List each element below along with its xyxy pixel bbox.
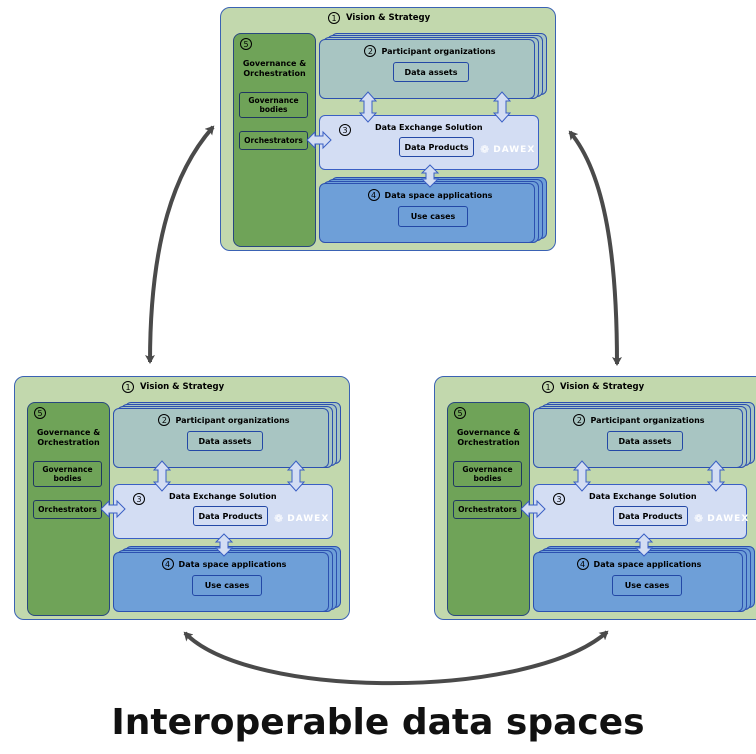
data-space-bottom-right: 1 Vision & Strategy 5 Governance & Orche… <box>434 376 756 620</box>
participant-organizations-stack: 2 Participant organizations Data assets <box>319 33 553 99</box>
governance-bodies-box: Governance bodies <box>33 461 102 487</box>
apps-number: 4 <box>576 558 589 570</box>
dawex-logo: ❁DAWEX <box>480 143 536 156</box>
participants-label: Participant organizations <box>590 415 705 425</box>
data-space-applications-stack: 4 Data space applications Use cases <box>533 546 755 614</box>
governance-panel: 5 Governance & Orchestration Governance … <box>27 402 110 616</box>
data-assets-box: Data assets <box>393 62 469 82</box>
use-cases-box: Use cases <box>398 206 468 227</box>
connector-top-left <box>145 125 215 364</box>
governance-number: 5 <box>240 38 252 50</box>
governance-bodies-box: Governance bodies <box>453 461 522 487</box>
use-cases-box: Use cases <box>192 575 262 596</box>
governance-panel: 5 Governance & Orchestration Governance … <box>233 33 316 247</box>
data-assets-box: Data assets <box>607 431 683 451</box>
data-space-applications-stack: 4 Data space applications Use cases <box>113 546 347 614</box>
vision-strategy-label: 1 Vision & Strategy <box>122 381 224 393</box>
data-space-applications-stack: 4 Data space applications Use cases <box>319 177 553 245</box>
participants-label: Participant organizations <box>381 46 496 56</box>
dawex-logo: ❁DAWEX <box>694 512 750 525</box>
governance-number: 5 <box>454 407 466 419</box>
vision-strategy-label: 1 Vision & Strategy <box>542 381 644 393</box>
participant-organizations-stack: 2 Participant organizations Data assets <box>533 402 755 468</box>
data-space-bottom-left: 1 Vision & Strategy 5 Governance & Orche… <box>14 376 350 620</box>
orchestrators-box: Orchestrators <box>453 500 522 519</box>
data-exchange-solution-panel: 3 Data Exchange Solution Data Products ❁… <box>319 115 539 170</box>
data-space-top: 1 Vision & Strategy 5 Governance & Orche… <box>220 7 556 251</box>
exchange-label: Data Exchange Solution <box>169 492 277 501</box>
apps-number: 4 <box>161 558 174 570</box>
data-products-box: Data Products <box>613 506 688 526</box>
vision-text: Vision & Strategy <box>560 382 645 392</box>
orchestrators-box: Orchestrators <box>239 131 308 150</box>
governance-number: 5 <box>34 407 46 419</box>
governance-title: Governance & Orchestration <box>36 428 101 447</box>
data-assets-box: Data assets <box>187 431 263 451</box>
connector-bottom <box>183 630 609 686</box>
dawex-logo: ❁DAWEX <box>274 512 330 525</box>
governance-title: Governance & Orchestration <box>242 59 307 78</box>
vision-number: 1 <box>542 381 554 393</box>
vision-strategy-label: 1 Vision & Strategy <box>328 12 430 24</box>
apps-number: 4 <box>367 189 380 201</box>
data-exchange-solution-panel: 3 Data Exchange Solution Data Products ❁… <box>113 484 333 539</box>
apps-label: Data space applications <box>178 559 287 569</box>
exchange-number: 3 <box>339 124 351 136</box>
diagram-title: Interoperable data spaces <box>111 702 645 743</box>
exchange-number: 3 <box>553 493 565 505</box>
data-exchange-solution-panel: 3 Data Exchange Solution Data Products ❁… <box>533 484 750 539</box>
exchange-label: Data Exchange Solution <box>375 123 483 132</box>
governance-panel: 5 Governance & Orchestration Governance … <box>447 402 530 616</box>
participants-number: 2 <box>158 414 171 426</box>
governance-bodies-box: Governance bodies <box>239 92 308 118</box>
vision-text: Vision & Strategy <box>346 13 431 23</box>
data-products-box: Data Products <box>399 137 474 157</box>
orchestrators-box: Orchestrators <box>33 500 102 519</box>
exchange-number: 3 <box>133 493 145 505</box>
vision-number: 1 <box>328 12 340 24</box>
participants-number: 2 <box>364 45 377 57</box>
data-products-box: Data Products <box>193 506 268 526</box>
apps-label: Data space applications <box>593 559 702 569</box>
vision-number: 1 <box>122 381 134 393</box>
connector-top-right <box>568 130 622 366</box>
participant-organizations-stack: 2 Participant organizations Data assets <box>113 402 347 468</box>
use-cases-box: Use cases <box>612 575 682 596</box>
governance-title: Governance & Orchestration <box>456 428 521 447</box>
vision-text: Vision & Strategy <box>140 382 225 392</box>
participants-number: 2 <box>573 414 586 426</box>
exchange-label: Data Exchange Solution <box>589 492 697 501</box>
participants-label: Participant organizations <box>175 415 290 425</box>
apps-label: Data space applications <box>384 190 493 200</box>
